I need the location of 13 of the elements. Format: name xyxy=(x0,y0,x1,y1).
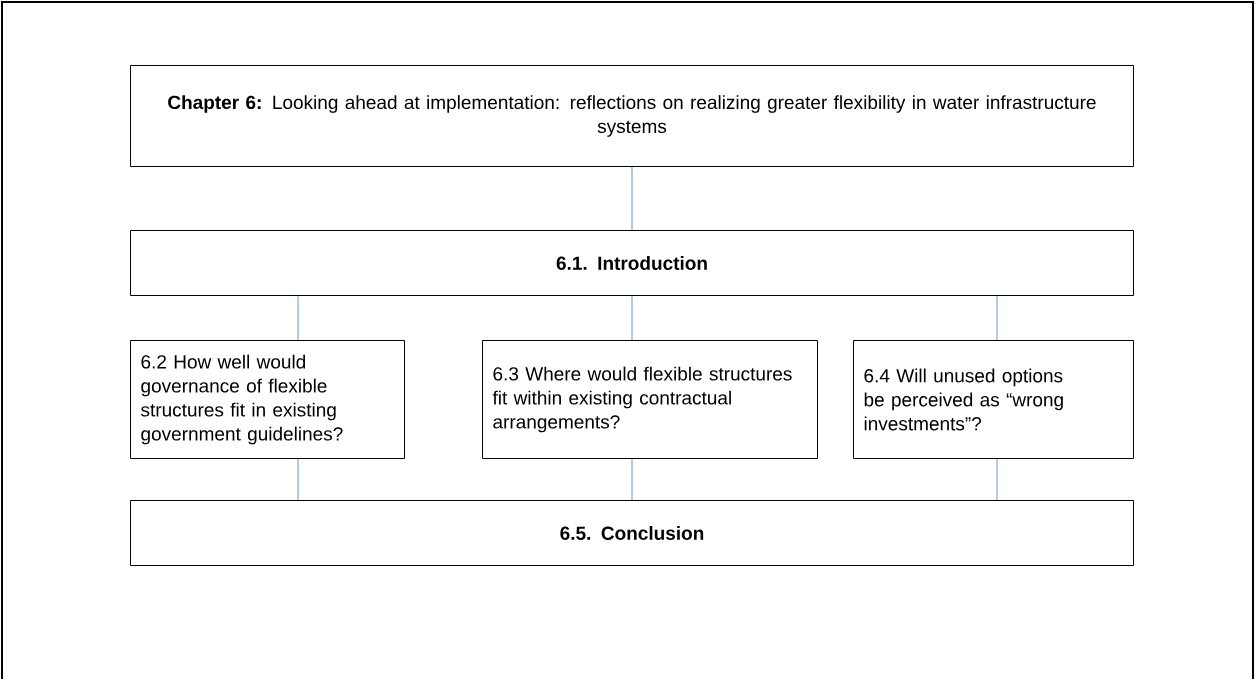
connector-line xyxy=(631,166,633,231)
section-box: 6.2 How well would governance of flexible structures fit in existing government guidelines? xyxy=(130,340,405,459)
connector-line xyxy=(297,295,299,341)
connector-line xyxy=(631,295,633,341)
connector-line xyxy=(297,458,299,501)
section-box: 6.1. Introduction xyxy=(130,230,1134,296)
section-box: 6.4 Will unused options be perceived as “wrong investments”? xyxy=(853,340,1134,459)
connector-line xyxy=(996,295,998,341)
section-box: 6.5. Conclusion xyxy=(130,500,1134,566)
connector-line xyxy=(996,458,998,501)
section-box: 6.3 Where would flexible structures fit within existing contractual arrangements? xyxy=(482,340,818,459)
connector-line xyxy=(631,458,633,501)
section-box: Chapter 6: Looking ahead at implementation: reflections on realizing greater flexibility in water infrastructure systems xyxy=(130,65,1134,167)
